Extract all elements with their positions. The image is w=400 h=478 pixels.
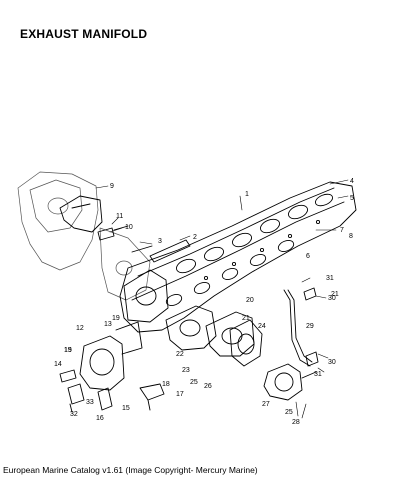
callout-28: 28 <box>292 419 300 426</box>
manifold-end-flange <box>123 269 169 323</box>
bolt-part-10 <box>97 225 129 241</box>
callout-2: 2 <box>193 234 197 241</box>
page-title: EXHAUST MANIFOLD <box>20 27 148 41</box>
callout-23: 23 <box>182 367 190 374</box>
copyright-caption: European Marine Catalog v1.61 (Image Cop… <box>3 465 258 475</box>
callout-22: 22 <box>176 351 184 358</box>
callout-19a: 19 <box>112 315 120 322</box>
callout-16: 16 <box>96 415 104 422</box>
callout-20: 20 <box>246 297 254 304</box>
callout-6: 6 <box>306 253 310 260</box>
callout-30a: 30 <box>328 295 336 302</box>
callout-3: 3 <box>158 238 162 245</box>
pump-part-27 <box>263 363 317 401</box>
callout-10: 10 <box>125 224 133 231</box>
elbow-part-24 <box>229 319 263 367</box>
callout-14: 14 <box>54 361 62 368</box>
callout-32: 32 <box>70 411 78 418</box>
bracket-part-9 <box>59 195 103 233</box>
callout-9: 9 <box>110 183 114 190</box>
gasket-part-2 <box>131 239 191 263</box>
engine-block-fragment <box>17 171 151 301</box>
callout-21b: 21 <box>331 291 339 298</box>
callout-30b: 30 <box>328 359 336 366</box>
callout-17: 17 <box>176 391 184 398</box>
callout-27: 27 <box>262 401 270 408</box>
callout-1: 1 <box>245 191 249 198</box>
callout-4: 4 <box>350 178 354 185</box>
thermostat-housing-part-12 <box>79 321 143 391</box>
manifold-body <box>119 181 357 333</box>
fitting-part-14 <box>59 369 77 383</box>
callout-13: 13 <box>104 321 112 328</box>
callout-19b: 19 <box>64 347 72 354</box>
callout-33: 33 <box>86 399 94 406</box>
manifold-lower-casting <box>165 305 255 357</box>
callout-15a: 15 <box>64 347 72 354</box>
callout-5: 5 <box>350 195 354 202</box>
bolt-part-16 <box>97 387 113 411</box>
callout-24: 24 <box>258 323 266 330</box>
callout-25b: 25 <box>285 409 293 416</box>
callout-31b: 31 <box>314 371 322 378</box>
part-callouts: 1 2 3 4 5 6 7 8 9 10 11 12 13 14 15 15 1… <box>54 178 354 426</box>
callout-21a: 21 <box>242 315 250 322</box>
callout-18: 18 <box>162 381 170 388</box>
callout-11: 11 <box>116 213 123 220</box>
fitting-part-32 <box>67 383 85 413</box>
callout-25a: 25 <box>190 379 198 386</box>
callout-7: 7 <box>340 227 344 234</box>
callout-31a: 31 <box>326 275 334 282</box>
callout-8: 8 <box>349 233 353 240</box>
leader-lines <box>95 179 349 419</box>
plug-part-17 <box>139 383 165 411</box>
callout-12: 12 <box>76 325 84 332</box>
callout-29: 29 <box>306 323 314 330</box>
callout-15b: 15 <box>122 405 130 412</box>
callout-26: 26 <box>204 383 212 390</box>
